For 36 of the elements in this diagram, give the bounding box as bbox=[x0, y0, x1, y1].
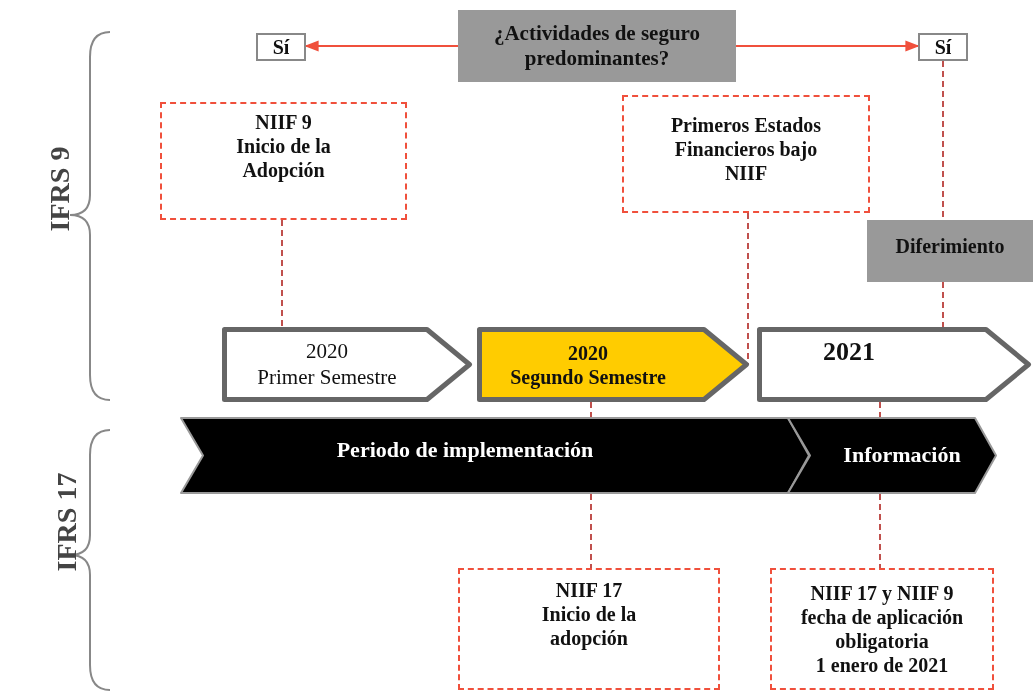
node-text: Sí bbox=[934, 35, 952, 59]
connector-line bbox=[590, 401, 592, 418]
deferral-box bbox=[867, 220, 1033, 282]
milestone-box bbox=[770, 568, 994, 690]
arrow bbox=[735, 40, 920, 52]
node-text: NIIF 9 bbox=[255, 110, 312, 134]
question-box bbox=[458, 10, 736, 82]
connector-line bbox=[879, 493, 881, 569]
milestone-box bbox=[622, 95, 870, 213]
connector-line bbox=[281, 219, 283, 328]
milestone-box bbox=[458, 568, 720, 690]
node-text: 2020 bbox=[568, 340, 608, 365]
node-text: fecha de aplicación obligatoria bbox=[799, 605, 965, 653]
node-text: Inicio de la Adopción bbox=[235, 134, 332, 182]
node-text: Inicio de la adopción bbox=[540, 602, 638, 650]
node-text: 1 enero de 2021 bbox=[815, 653, 949, 677]
connector-line bbox=[942, 281, 944, 328]
answer-box bbox=[256, 33, 306, 61]
node-text: NIIF 17 bbox=[555, 578, 623, 602]
node-text: Primeros Estados Financieros bajo NIIF bbox=[669, 113, 823, 185]
milestone-box bbox=[160, 102, 407, 220]
node-text: Sí bbox=[272, 35, 290, 59]
node-text: 2021 bbox=[823, 336, 875, 368]
answer-box bbox=[918, 33, 968, 61]
node-text: Información bbox=[843, 442, 961, 469]
connector-line bbox=[590, 493, 592, 569]
node-text: Segundo Semestre bbox=[510, 364, 666, 389]
node-text: Periodo de implementación bbox=[336, 437, 594, 464]
node-text: Primer Semestre bbox=[257, 364, 397, 390]
connector-line bbox=[879, 401, 881, 418]
section-label: IFRS 9 bbox=[44, 146, 77, 231]
node-text: Diferimiento bbox=[895, 234, 1005, 258]
node-text: ¿Actividades de seguro predominantes? bbox=[492, 20, 702, 72]
node-text: NIIF 17 y NIIF 9 bbox=[810, 581, 954, 605]
section-label: IFRS 17 bbox=[51, 472, 84, 571]
node-text: 2020 bbox=[306, 339, 348, 365]
